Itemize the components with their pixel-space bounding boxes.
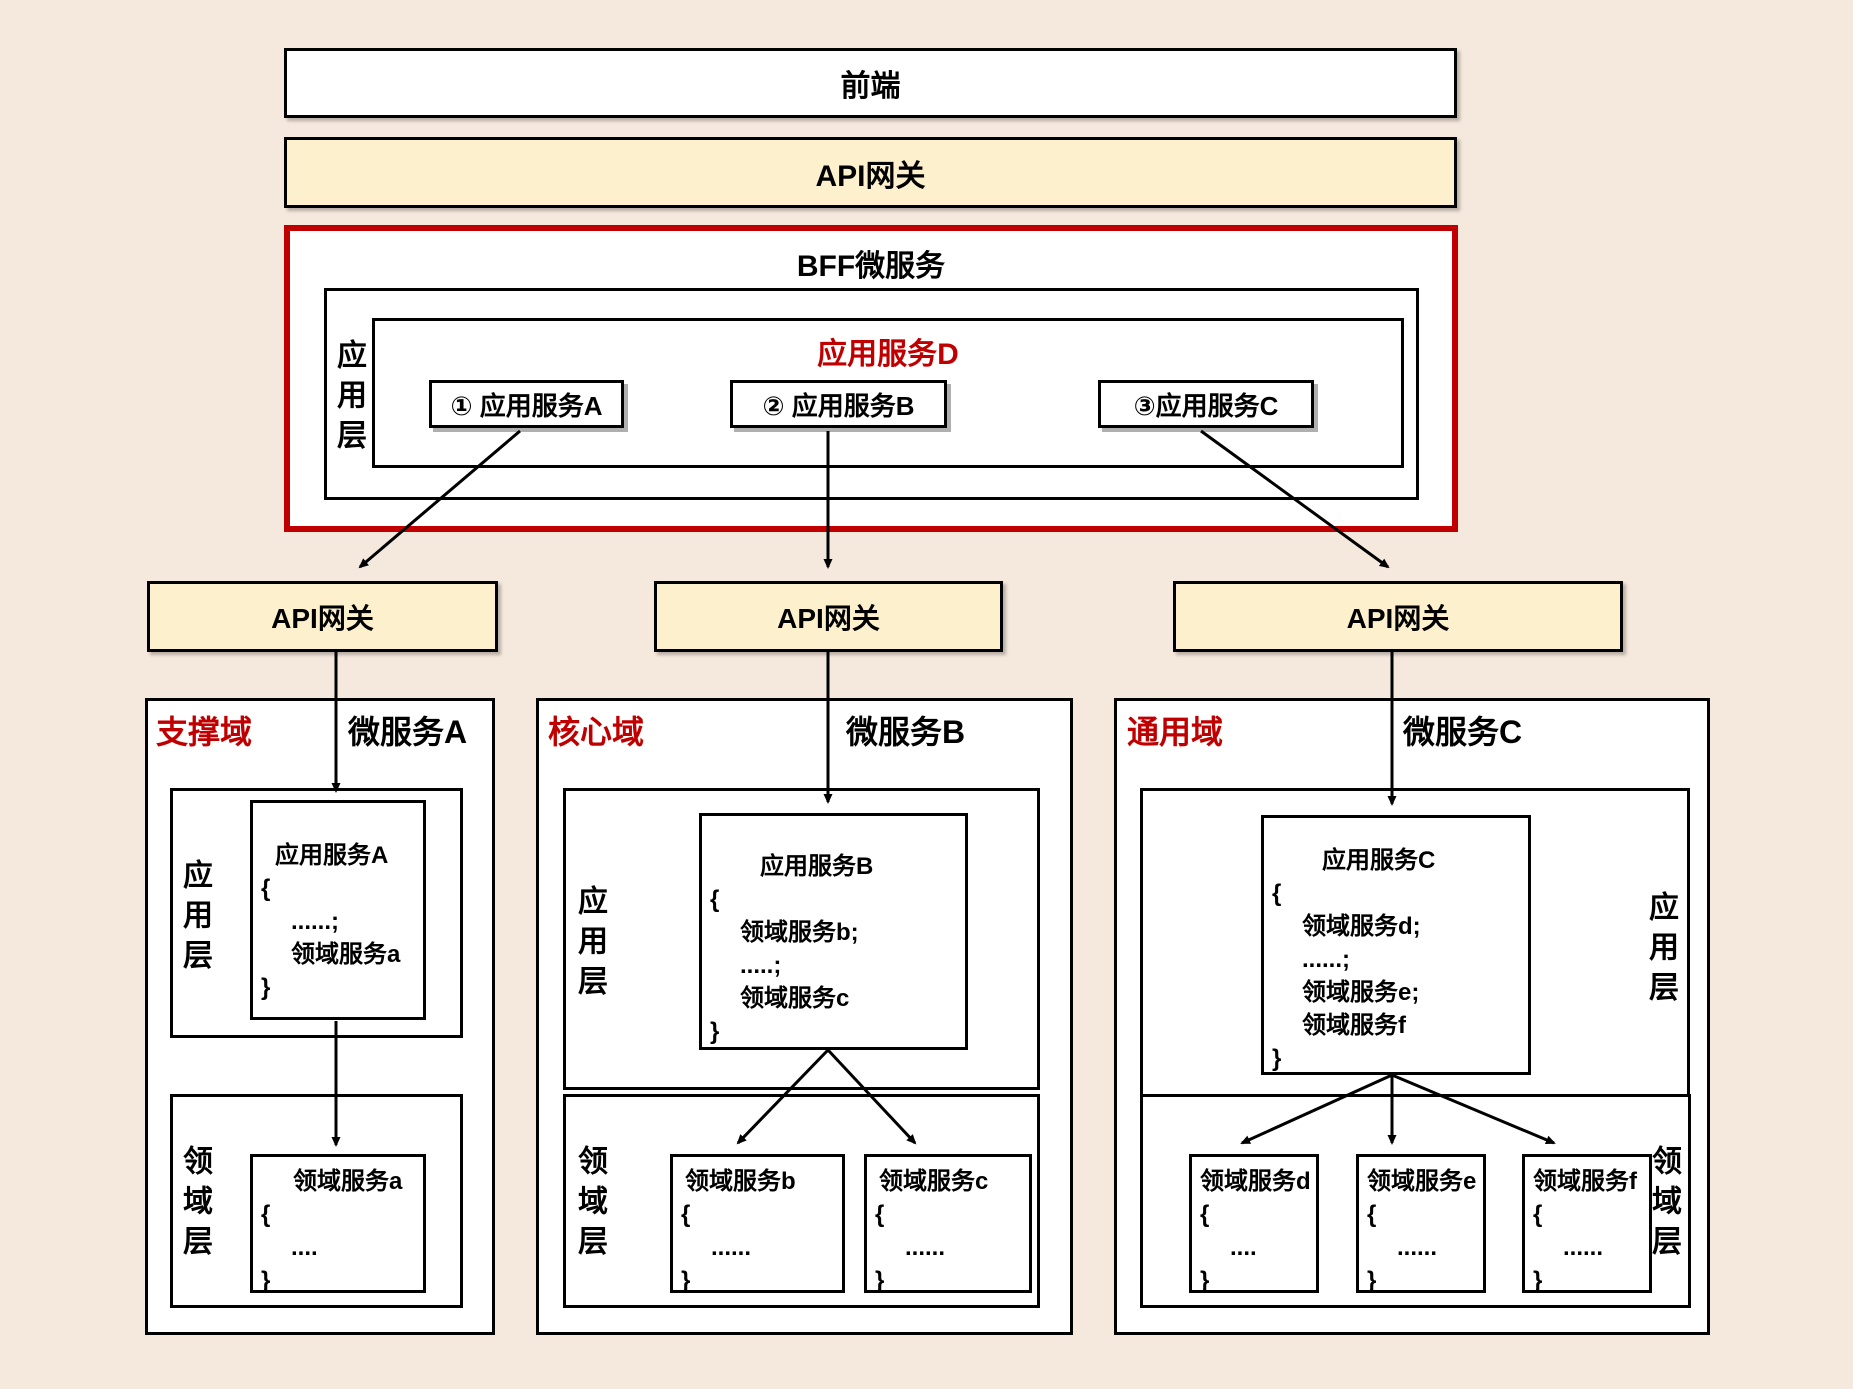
- service-title: 领域服务e: [1367, 1168, 1477, 1195]
- domain-c-box: 通用域 微服务C 应用层 应用服务C { 领域服务d; ......; 领域服务…: [1114, 698, 1710, 1335]
- domain-b-box: 核心域 微服务B 应用层 应用服务B { 领域服务b; .....; 领域服务c…: [536, 698, 1073, 1335]
- code-line: ....: [291, 1234, 318, 1261]
- service-title: 领域服务d: [1200, 1168, 1311, 1195]
- domain-c-name: 微服务C: [1403, 714, 1523, 750]
- bff-app-service-c-label: ③应用服务C: [1133, 390, 1279, 421]
- code-line: }: [875, 1267, 885, 1294]
- code-line: {: [710, 886, 720, 913]
- domain-a-domain-layer: 领域层 领域服务a { .... }: [170, 1094, 463, 1308]
- domain-c-domain-layer-label: 领域层: [1647, 1145, 1680, 1265]
- bff-app-service-b: ② 应用服务B: [730, 380, 947, 428]
- bff-microservice-box: BFF微服务 应用层 应用服务D ① 应用服务A ② 应用服务B ③应用服务C: [284, 225, 1458, 532]
- code-line: ......: [1397, 1234, 1438, 1261]
- code-line: ......;: [291, 908, 339, 935]
- domain-b-domain-layer: 领域层 领域服务b { ...... } 领域服务c { ...... }: [563, 1094, 1040, 1308]
- bff-service-d-frame: 应用服务D ① 应用服务A ② 应用服务B ③应用服务C: [372, 318, 1404, 468]
- api-gateway-c-label: API网关: [1346, 602, 1450, 634]
- service-title: 应用服务B: [760, 853, 874, 880]
- service-title: 领域服务c: [879, 1168, 989, 1195]
- domain-service-c-box: 领域服务c { ...... }: [864, 1154, 1032, 1294]
- domain-b-name: 微服务B: [846, 714, 966, 750]
- code-line: {: [1533, 1201, 1543, 1228]
- bff-app-service-c: ③应用服务C: [1098, 380, 1314, 428]
- domain-b-app-layer: 应用层 应用服务B { 领域服务b; .....; 领域服务c }: [563, 788, 1040, 1090]
- service-title: 领域服务a: [293, 1168, 403, 1195]
- domain-b-domain-layer-label: 领域层: [573, 1145, 606, 1265]
- domain-a-type: 支撑域: [156, 714, 253, 750]
- api-gateway-a-box: API网关: [147, 581, 498, 652]
- domain-b-type: 核心域: [548, 714, 645, 750]
- code-line: {: [261, 1201, 271, 1228]
- domain-a-app-layer: 应用层 应用服务A { ......; 领域服务a }: [170, 788, 463, 1038]
- code-line: {: [1272, 880, 1282, 907]
- bff-app-service-b-label: ② 应用服务B: [762, 390, 915, 421]
- service-title: 领域服务b: [685, 1168, 796, 1195]
- code-line: }: [681, 1267, 691, 1294]
- domain-a-box: 支撑域 微服务A 应用层 应用服务A { ......; 领域服务a } 领域层…: [145, 698, 495, 1335]
- code-line: ....: [1230, 1234, 1257, 1261]
- domain-service-b-box: 领域服务b { ...... }: [670, 1154, 845, 1294]
- service-title: 领域服务f: [1533, 1168, 1637, 1195]
- domain-c-app-service-box: 应用服务C { 领域服务d; ......; 领域服务e; 领域服务f }: [1261, 815, 1531, 1075]
- code-line: 领域服务b;: [740, 919, 859, 946]
- domain-a-app-layer-label: 应用层: [178, 859, 211, 979]
- service-title: 应用服务C: [1322, 847, 1436, 874]
- domain-service-d-box: 领域服务d { .... }: [1189, 1154, 1319, 1294]
- code-line: 领域服务f: [1302, 1012, 1406, 1039]
- domain-a-domain-layer-label: 领域层: [178, 1145, 211, 1265]
- api-gateway-a-label: API网关: [271, 602, 374, 634]
- domain-c-app-layer: 应用层 应用服务C { 领域服务d; ......; 领域服务e; 领域服务f …: [1140, 788, 1690, 1100]
- bff-title: BFF微服务: [796, 250, 946, 283]
- service-title: 应用服务A: [275, 842, 389, 869]
- code-line: }: [710, 1018, 720, 1045]
- api-gateway-top-box: API网关: [284, 137, 1457, 208]
- frontend-box: 前端: [284, 48, 1457, 118]
- domain-b-app-layer-label: 应用层: [573, 885, 606, 1005]
- code-line: 领域服务e;: [1302, 979, 1420, 1006]
- code-line: 领域服务d;: [1302, 913, 1421, 940]
- domain-a-app-service-box: 应用服务A { ......; 领域服务a }: [250, 800, 426, 1020]
- code-line: }: [1367, 1267, 1377, 1294]
- api-gateway-top-label: API网关: [815, 159, 926, 193]
- code-line: }: [1533, 1267, 1543, 1294]
- api-gateway-b-label: API网关: [777, 602, 880, 634]
- code-line: ......: [711, 1234, 752, 1261]
- api-gateway-c-box: API网关: [1173, 581, 1623, 652]
- code-line: ......: [1563, 1234, 1604, 1261]
- code-line: }: [261, 974, 271, 1001]
- code-line: {: [1200, 1201, 1210, 1228]
- code-line: {: [681, 1201, 691, 1228]
- domain-c-app-layer-label: 应用层: [1644, 891, 1677, 1011]
- code-line: {: [875, 1201, 885, 1228]
- domain-c-domain-layer: 领域层 领域服务d { .... } 领域服务e { ...... } 领域服务…: [1140, 1094, 1691, 1308]
- domain-service-f-box: 领域服务f { ...... }: [1522, 1154, 1652, 1294]
- code-line: ......: [905, 1234, 946, 1261]
- domain-service-a-box: 领域服务a { .... }: [250, 1154, 426, 1294]
- bff-app-layer-frame: 应用层 应用服务D ① 应用服务A ② 应用服务B ③应用服务C: [324, 288, 1419, 500]
- code-line: 领域服务c: [740, 985, 850, 1012]
- domain-a-name: 微服务A: [348, 714, 468, 750]
- code-line: }: [261, 1267, 271, 1294]
- domain-service-e-box: 领域服务e { ...... }: [1356, 1154, 1486, 1294]
- code-line: .....;: [740, 952, 782, 979]
- bff-service-d-title: 应用服务D: [817, 338, 959, 371]
- code-line: {: [1367, 1201, 1377, 1228]
- frontend-label: 前端: [840, 70, 901, 103]
- bff-app-service-a-label: ① 应用服务A: [450, 390, 603, 421]
- bff-app-service-a: ① 应用服务A: [429, 380, 624, 428]
- bff-app-layer-label: 应用层: [332, 339, 365, 459]
- domain-b-app-service-box: 应用服务B { 领域服务b; .....; 领域服务c }: [699, 813, 968, 1050]
- code-line: {: [261, 875, 271, 902]
- code-line: 领域服务a: [291, 941, 401, 968]
- domain-c-type: 通用域: [1127, 714, 1224, 750]
- code-line: ......;: [1302, 946, 1350, 973]
- code-line: }: [1200, 1267, 1210, 1294]
- code-line: }: [1272, 1045, 1282, 1072]
- api-gateway-b-box: API网关: [654, 581, 1003, 652]
